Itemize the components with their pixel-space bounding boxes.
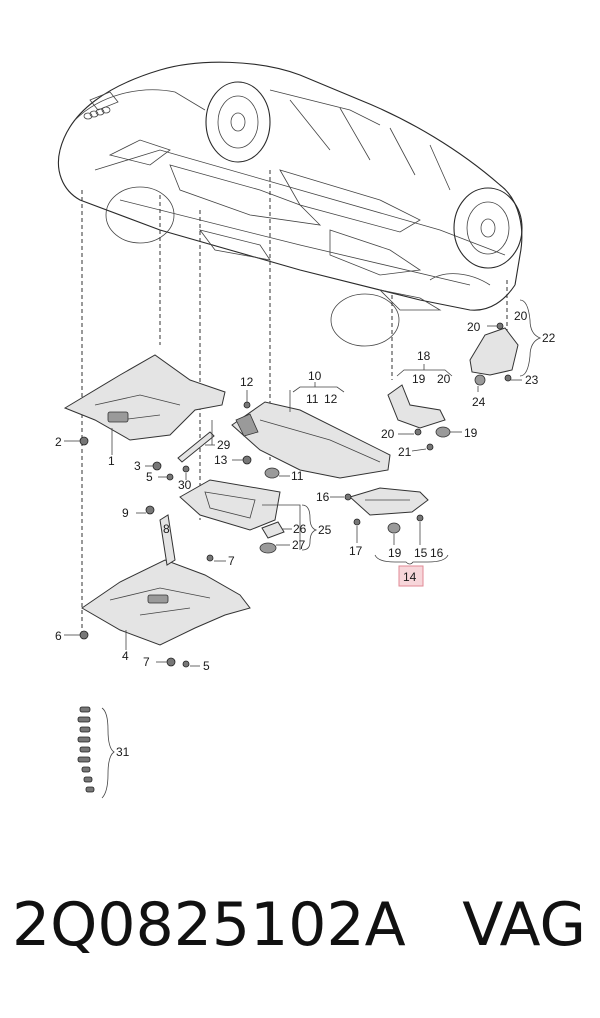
part-22-liner-section (469, 327, 519, 376)
part-25-tray (179, 479, 281, 531)
part-26-clip (261, 521, 285, 539)
callout-7b: 7 (143, 655, 150, 669)
callout-leaders (64, 299, 542, 667)
exploded-parts-diagram: 1 2 3 5 30 29 12 13 11 10 11 12 26 27 25… (55, 61, 556, 799)
brand-rings-icon (83, 106, 111, 120)
part-29-rod (177, 431, 215, 463)
callout-20-top: 20 (514, 309, 528, 323)
callout-labels: 1 2 3 5 30 29 12 13 11 10 11 12 26 27 25… (55, 309, 556, 759)
callout-16b: 16 (430, 546, 444, 560)
callout-5b: 5 (203, 659, 210, 673)
callout-21: 21 (398, 445, 412, 459)
part-number: 2Q0825102A (12, 890, 406, 960)
callout-3: 3 (134, 459, 141, 473)
callout-23: 23 (525, 373, 539, 387)
callout-11a: 11 (291, 469, 304, 483)
callout-4: 4 (122, 649, 129, 663)
callout-29: 29 (217, 438, 231, 452)
brand-name: VAG (462, 890, 586, 960)
callout-26: 26 (293, 522, 307, 536)
callout-30: 30 (178, 478, 192, 492)
callout-20a: 20 (437, 372, 451, 386)
callout-18: 18 (417, 349, 431, 363)
callout-9: 9 (122, 506, 129, 520)
callout-27: 27 (292, 538, 306, 552)
callout-7a: 7 (228, 554, 235, 568)
callout-8: 8 (163, 522, 170, 536)
part-31-screw-kit (77, 706, 115, 799)
callout-12a: 12 (240, 375, 254, 389)
callout-19a: 19 (388, 546, 402, 560)
callout-22: 22 (542, 331, 556, 345)
callout-24: 24 (472, 395, 486, 409)
callout-13: 13 (214, 453, 228, 467)
callout-19b: 19 (412, 372, 426, 386)
part-18-bracket (387, 384, 446, 429)
footer: 2Q0825102A VAG (0, 890, 600, 990)
callout-20b: 20 (381, 427, 395, 441)
callout-2: 2 (55, 435, 62, 449)
callout-14: 14 (403, 570, 417, 584)
callout-10: 10 (308, 369, 322, 383)
callout-25: 25 (318, 523, 332, 537)
callout-11b: 11 (306, 392, 319, 406)
callout-6: 6 (55, 629, 62, 643)
car-underbody-illustration (57, 61, 523, 347)
callout-20c: 20 (467, 320, 481, 334)
part-1-front-underbody-cover (63, 354, 226, 441)
part-14-side-cover (349, 487, 429, 516)
callout-17: 17 (349, 544, 363, 558)
callout-12b: 12 (324, 392, 338, 406)
callout-15: 15 (414, 546, 428, 560)
part-27-nut (259, 542, 277, 554)
highlight-box-14 (398, 565, 424, 587)
part-4-underbody-cover (81, 514, 251, 646)
callout-31: 31 (116, 745, 130, 759)
callout-16a: 16 (316, 490, 330, 504)
callout-5a: 5 (146, 470, 153, 484)
part-10-center-cover (231, 401, 391, 479)
callout-19c: 19 (464, 426, 478, 440)
callout-1: 1 (108, 454, 115, 468)
